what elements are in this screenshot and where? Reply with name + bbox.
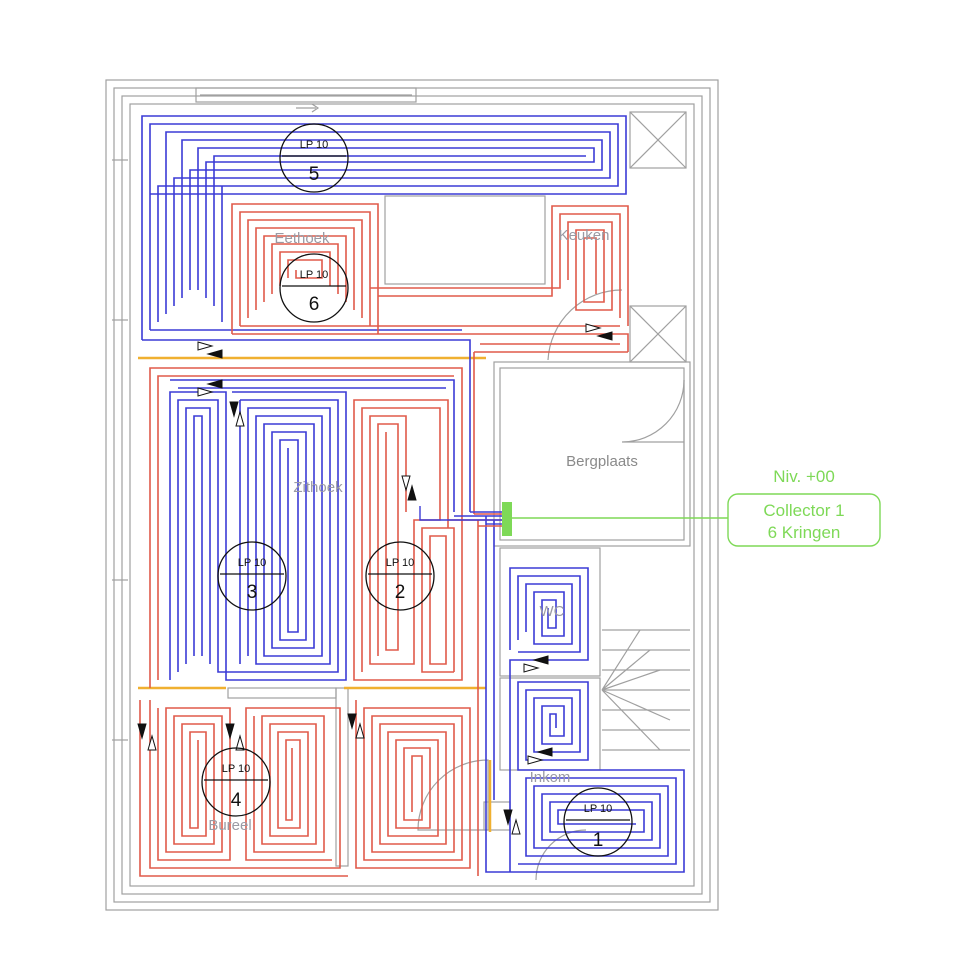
heating-circuit-5 [141, 115, 627, 512]
collector-manifold [502, 502, 512, 536]
zone-separators [138, 356, 492, 832]
collector-name-label: Collector 1 [763, 501, 844, 520]
loop-5-label: LP 10 [300, 139, 329, 151]
room-label-bureel: Bureel [208, 817, 251, 834]
loop-marker-3 [217, 541, 287, 611]
loop-marker-5 [279, 123, 349, 193]
loop-1-number: 1 [593, 830, 604, 851]
heating-circuit-6 [231, 203, 629, 514]
flow-arrow [511, 818, 521, 835]
loop-1-label: LP 10 [584, 803, 613, 815]
flow-arrow [347, 713, 357, 730]
room-label-zithoek: Zithoek [293, 479, 343, 496]
flow-arrow [137, 723, 147, 740]
loop-2-label: LP 10 [386, 557, 415, 569]
flow-arrow [355, 722, 365, 739]
room-label-bergplaats: Bergplaats [566, 453, 638, 470]
loop-markers [201, 123, 633, 857]
flow-arrow [407, 484, 417, 501]
heating-circuit-2 [149, 367, 463, 688]
flow-arrow [206, 379, 223, 389]
loop-marker-4 [201, 747, 271, 817]
heating-circuit-4 [139, 700, 348, 877]
flow-arrow [536, 747, 553, 757]
flow-arrow [523, 663, 540, 673]
loop-4-label: LP 10 [222, 763, 251, 775]
flow-arrow [527, 755, 544, 765]
walls [105, 79, 719, 911]
collector-level-label: Niv. +00 [773, 467, 835, 486]
loop-4-number: 4 [231, 790, 242, 811]
collector-callout-box [727, 493, 881, 547]
flow-arrow [235, 734, 245, 751]
flow-arrows [137, 323, 613, 835]
loop-6-label: LP 10 [300, 269, 329, 281]
room-label-inkom: Inkom [530, 769, 571, 786]
loop-marker-6 [279, 253, 349, 323]
loop-6-number: 6 [309, 294, 320, 315]
room-label-wc: WC [540, 603, 565, 620]
flow-arrow [235, 410, 245, 427]
loop-3-label: LP 10 [238, 557, 267, 569]
collector-feed-lines [419, 506, 502, 527]
heating-circuit-1 [485, 516, 685, 873]
flow-arrow [503, 809, 513, 826]
room-label-keuken: Keuken [559, 227, 610, 244]
loop-marker-1 [563, 787, 633, 857]
room-label-eethoek: Eethoek [274, 230, 330, 247]
flow-arrow [147, 734, 157, 751]
loop-5-number: 5 [309, 164, 320, 185]
flow-arrow [585, 323, 602, 333]
flow-arrow [401, 475, 411, 492]
flow-arrow [229, 401, 239, 418]
flow-arrow [197, 387, 214, 397]
flow-arrow [532, 655, 549, 665]
loop-3-number: 3 [247, 582, 258, 603]
flow-arrow [596, 331, 613, 341]
flow-arrow [197, 341, 214, 351]
loop-marker-2 [365, 541, 435, 611]
heating-circuit-3 [169, 379, 455, 681]
heating-circuit-2-lower [355, 520, 479, 876]
flow-arrow [206, 349, 223, 359]
flow-arrow [225, 723, 235, 740]
loop-2-number: 2 [395, 582, 406, 603]
collector-circuits-label: 6 Kringen [768, 523, 841, 542]
